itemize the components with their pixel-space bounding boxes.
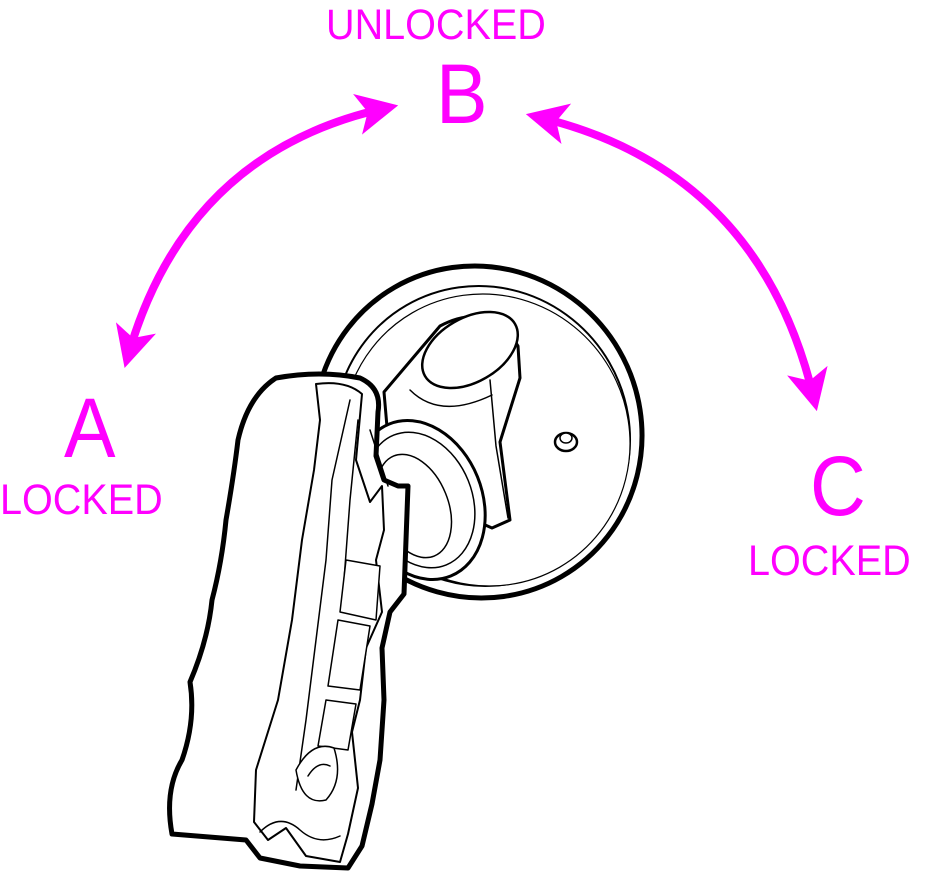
position-b-letter: B <box>436 47 488 141</box>
arrow-b-to-c-icon <box>525 103 828 412</box>
lock-mechanism-icon <box>167 263 645 871</box>
position-c-letter: C <box>810 439 866 533</box>
position-a-state-label: LOCKED <box>0 476 163 524</box>
position-a-letter: A <box>64 381 116 475</box>
position-c-state-label: LOCKED <box>748 537 911 585</box>
position-b-state-label: UNLOCKED <box>326 1 546 49</box>
arrow-a-to-b-icon <box>115 93 399 369</box>
